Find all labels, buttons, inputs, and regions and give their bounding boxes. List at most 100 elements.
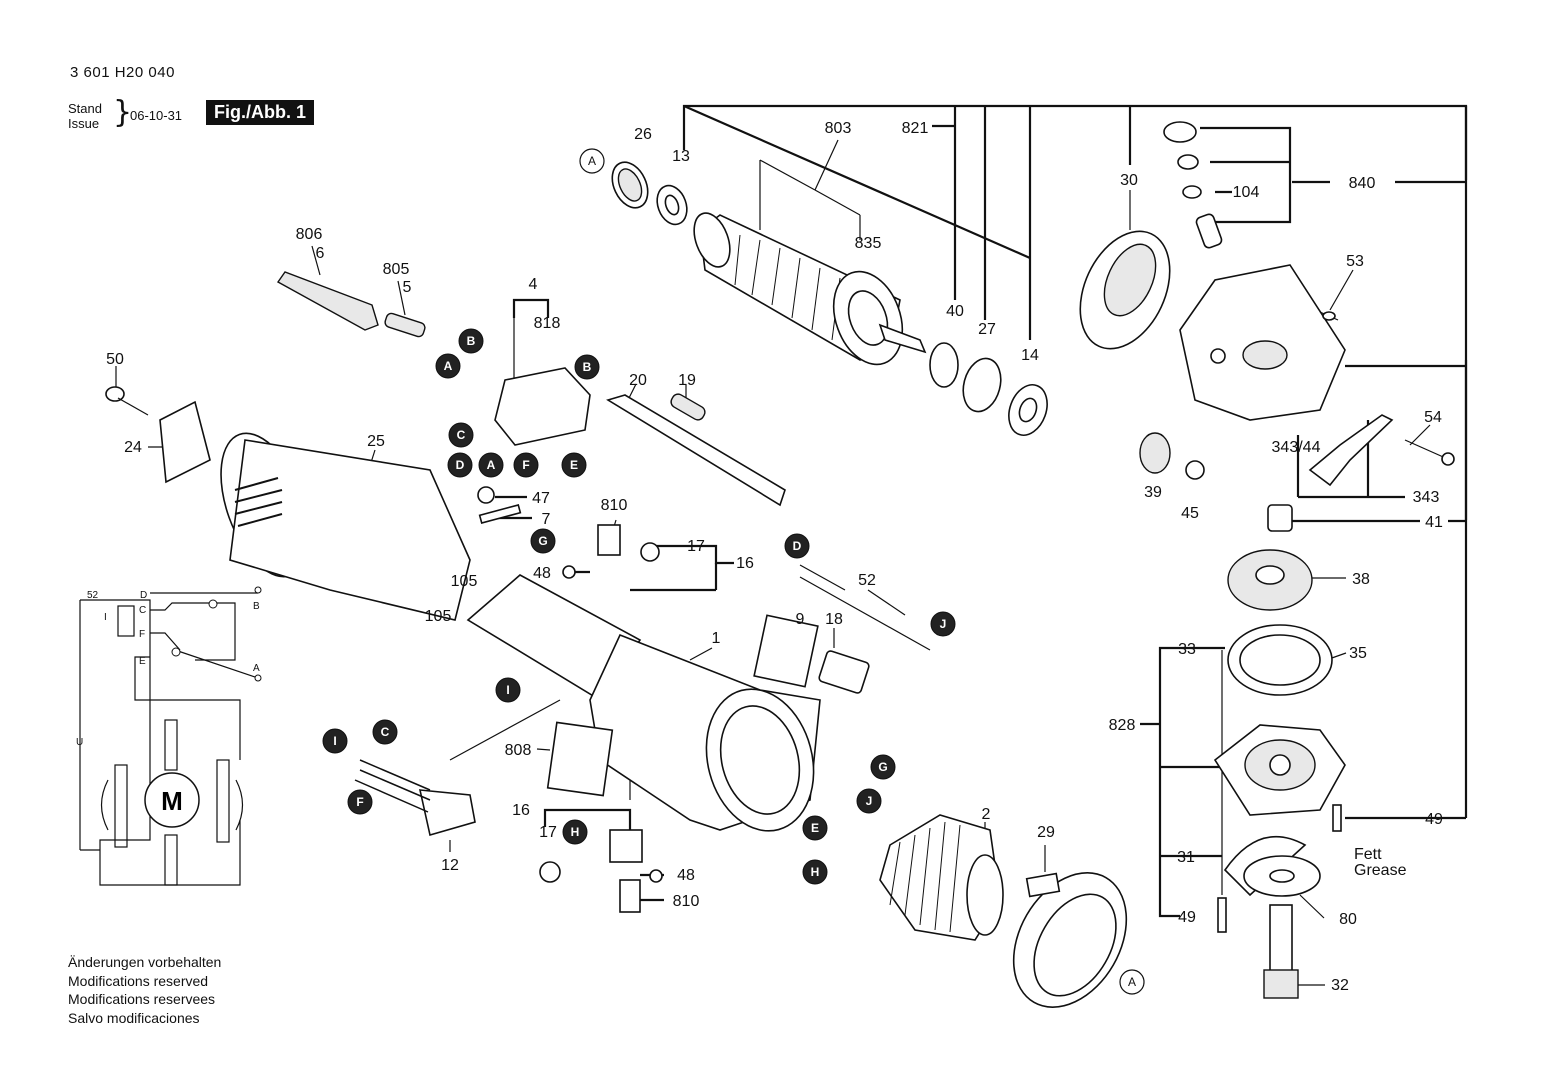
part-4-switch	[494, 367, 591, 446]
part-41-sleeve	[1267, 504, 1293, 532]
part-17-clip	[640, 542, 660, 562]
note-es: Salvo modificaciones	[68, 1009, 200, 1026]
label-39: 39	[1144, 484, 1162, 501]
part-30-disk	[1079, 230, 1171, 350]
label-31: 31	[1177, 849, 1195, 866]
modifications-notes: Änderungen vorbehalten Modifications res…	[68, 953, 221, 1027]
part-50-screw	[105, 386, 149, 416]
label-9: 9	[796, 611, 805, 628]
part-47-screw	[477, 486, 495, 504]
label-33: 33	[1178, 641, 1196, 658]
svg-text:H: H	[571, 825, 580, 839]
part-40-circlip	[929, 342, 959, 388]
leader-lines	[115, 104, 1468, 986]
callout-g-brush: G	[530, 528, 556, 554]
label-24: 24	[124, 439, 142, 456]
part-54-screw	[1404, 439, 1455, 466]
label-53: 53	[1346, 253, 1364, 270]
label-20: 20	[629, 372, 647, 389]
callout-d-switch: D	[447, 452, 473, 478]
part-38-bevel-gear	[1227, 549, 1313, 611]
label-49-bottom: 49	[1178, 909, 1196, 926]
label-29: 29	[1037, 824, 1055, 841]
part-48-screw-lower	[649, 869, 663, 883]
part-24-plate	[159, 400, 211, 484]
svg-text:B: B	[467, 334, 476, 348]
part-48-screw	[562, 565, 576, 579]
label-32: 32	[1331, 977, 1349, 994]
label-803: 803	[825, 120, 852, 137]
callout-i-terminal: I	[322, 728, 348, 754]
label-13: 13	[672, 148, 690, 165]
label-821: 821	[902, 120, 929, 137]
label-808: 808	[505, 742, 532, 759]
part-14-bearing	[1008, 384, 1048, 436]
svg-text:J: J	[940, 617, 947, 631]
label-80: 80	[1339, 911, 1357, 928]
motor-symbol	[144, 772, 200, 828]
issue-label: Issue	[68, 116, 100, 131]
callout-h-stator: H	[802, 859, 828, 885]
wiring-schematic: M 52 D C F E I U B A	[76, 586, 262, 886]
brace-icon: }	[113, 95, 133, 130]
issue-date: 06-10-31	[130, 108, 183, 123]
label-810-top: 810	[601, 497, 628, 514]
svg-text:G: G	[538, 534, 547, 548]
callout-a-outline-cover: A	[1119, 969, 1145, 995]
svg-text:A: A	[444, 359, 453, 373]
label-2: 2	[982, 806, 991, 823]
svg-text:C: C	[381, 725, 390, 739]
svg-text:E: E	[139, 656, 146, 667]
label-343-44: 343/44	[1272, 439, 1321, 456]
label-810-bottom: 810	[673, 893, 700, 910]
part-52-rod	[799, 576, 931, 651]
part-number-labels: 26 13 803 821 840 30 104 806 6 805 5 835…	[106, 120, 1443, 994]
svg-text:C: C	[139, 605, 146, 616]
label-26: 26	[634, 126, 652, 143]
callout-j-rod: J	[930, 611, 956, 637]
svg-text:F: F	[522, 458, 529, 472]
svg-text:F: F	[356, 795, 363, 809]
part-828-flange	[1213, 724, 1346, 816]
part-80-washer	[1243, 855, 1321, 897]
svg-text:F: F	[139, 629, 145, 640]
part-19-spring	[670, 393, 706, 421]
part-7-clip	[478, 503, 522, 525]
part-32-spindle	[1263, 904, 1299, 999]
part-2-stator	[879, 814, 1004, 941]
svg-text:I: I	[506, 683, 509, 697]
label-54: 54	[1424, 409, 1442, 426]
label-14: 14	[1021, 347, 1039, 364]
note-fr: Modifications reservees	[68, 991, 216, 1007]
svg-text:A: A	[253, 663, 260, 674]
label-38: 38	[1352, 571, 1370, 588]
svg-text:J: J	[866, 794, 873, 808]
svg-text:E: E	[811, 821, 819, 835]
grease-note-line2: Grease	[1354, 862, 1407, 879]
label-17-top: 17	[687, 538, 705, 555]
part-840-cap-set	[1163, 121, 1223, 249]
svg-text:A: A	[1128, 975, 1136, 989]
svg-text:D: D	[793, 539, 802, 553]
part-12-terminal	[418, 789, 476, 837]
callout-a-switch: A	[478, 452, 504, 478]
part-105-carrier	[466, 574, 642, 702]
callout-i-carrier: I	[495, 677, 521, 703]
label-16-bottom: 16	[512, 802, 530, 819]
label-48-top: 48	[533, 565, 551, 582]
label-105-lower: 105	[425, 608, 452, 625]
svg-text:52: 52	[87, 590, 99, 601]
part-53-screw	[1319, 311, 1339, 321]
label-45: 45	[1181, 505, 1199, 522]
callout-f-switch: F	[513, 452, 539, 478]
svg-text:B: B	[583, 360, 592, 374]
part-810-brush-lower	[619, 879, 641, 913]
label-19: 19	[678, 372, 696, 389]
label-52: 52	[858, 572, 876, 589]
svg-text:U: U	[76, 737, 83, 748]
svg-text:A: A	[588, 154, 596, 168]
callout-a-top: A	[435, 353, 461, 379]
callout-badges: A B A B C D A F E G D J I C I F H G J E …	[322, 148, 1145, 995]
part-35-gasket	[1227, 624, 1333, 696]
